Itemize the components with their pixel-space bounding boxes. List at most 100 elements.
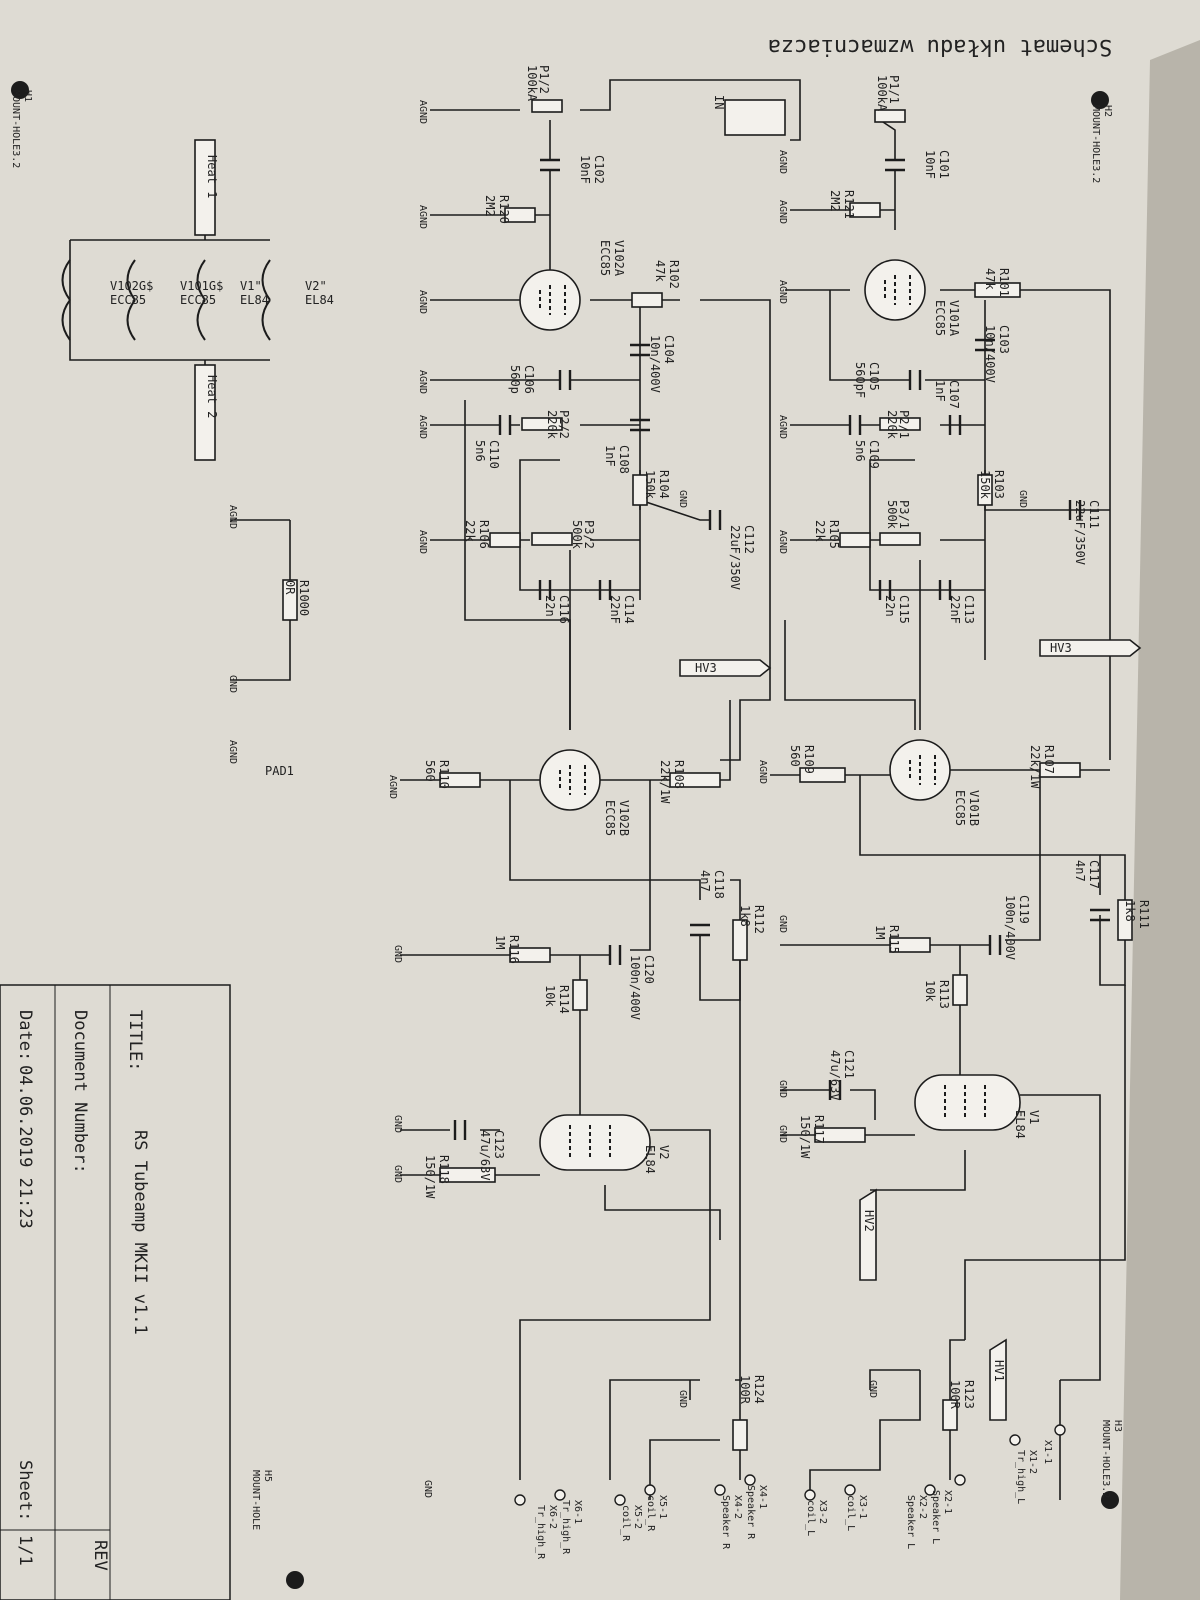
value-r1000: 0R [283,580,297,595]
tube-v1 [914,1074,1021,1131]
value-c121: 47u/63V [828,1050,842,1101]
label-r101: R101 [997,268,1011,297]
label-p2-1: P2/1 [897,410,911,439]
label-c108: C108 [617,445,631,474]
pad1-label: PAD1 [265,764,294,778]
out-net-x2-1: Speaker L [930,1490,941,1544]
title-block: TITLE: RS Tubeamp MKII v1.1 Document Num… [0,984,231,1600]
heater-type-3: EL84 [305,293,334,307]
heat-label-1: Heat 1 [205,155,219,198]
out-net-x4-2: Speaker R [720,1495,731,1550]
value-r106: 22k [463,520,477,542]
label-c110: C110 [487,440,501,469]
mount-hole-icons [11,81,1119,1589]
agnd-label-2: AGND [417,290,428,314]
label-v1: V1 [1027,1110,1041,1124]
sheet-title: Schemat układu wzmacniacza [768,34,1112,59]
capacitor-symbols [453,158,1110,1140]
doc-number-label: Document Number: [70,1010,90,1174]
label-r105: R105 [827,520,841,549]
label-p3-1: P3/1 [897,500,911,529]
gnd-label-10: GND [227,675,238,693]
value-c104: 10n/400V [648,335,662,393]
label-c112: C112 [742,525,756,554]
value-c102: 10nF [578,155,592,184]
label-v101b: V101B [967,790,981,826]
title-value: RS Tubeamp MKII v1.1 [130,1130,150,1335]
out-net-x6-1: Tr_high_R [560,1500,571,1555]
label-c106: C106 [522,365,536,394]
component-labels: R10147kR10247kR103150kR104150kR10522kR10… [10,65,1151,1560]
agnd-label-11: AGND [757,760,768,784]
out-pin-x1-2: X1-2 [1027,1450,1038,1474]
type-v101b: ECC85 [953,790,967,826]
value-c116: 22n [543,595,557,617]
value-c106: 560p [508,365,522,394]
value-p1-2: 100kA [525,65,539,102]
value-c111: 22uF/350V [1073,500,1087,565]
label-r110: R110 [437,760,451,789]
label-c116: C116 [557,595,571,624]
label-p3-2: P3/2 [582,520,596,549]
sheet-value: 1/1 [15,1535,35,1566]
out-net-x5-1: coil_R [645,1495,656,1532]
date-value: 04.06.2019 21:23 [15,1065,35,1229]
label-c102: C102 [592,155,606,184]
agnd-label-14: AGND [227,740,238,764]
value-r121: 2M2 [828,190,842,212]
value-r110: 560 [423,760,437,782]
mount-hole-value-1: MOUNT-HOLE3.2 [1090,105,1101,183]
label-c101: C101 [937,150,951,179]
value-c105: 560pF [853,362,867,398]
heater-label-2: V1" [240,279,262,293]
port-hv3-3: HV3 [695,661,717,675]
label-c114: C114 [622,595,636,624]
agnd-label-1: AGND [417,205,428,229]
value-r103: 150k [978,470,992,500]
value-c114: 22nF [608,595,622,624]
value-c120: 100n/400V [628,955,642,1020]
value-c103: 10n/400V [983,325,997,383]
value-r116: 1M [493,935,507,949]
label-r109: R109 [802,745,816,774]
out-pin-x6-2: X6-2 [547,1505,558,1529]
label-r117: R117 [812,1115,826,1144]
label-c119: C119 [1017,895,1031,924]
label-r108: R108 [672,760,686,789]
type-v2: EL84 [643,1145,657,1174]
agnd-label-4: AGND [417,415,428,439]
label-c105: C105 [867,362,881,391]
label-p1-1: P1/1 [887,75,901,104]
value-r115: 1M [873,925,887,939]
value-p2-2: 220k [545,410,559,440]
agnd-label-5: AGND [417,530,428,554]
type-v101a: ECC85 [933,300,947,336]
gnd-label-1: GND [1017,490,1028,508]
label-c121: C121 [842,1050,856,1079]
value-c115: 22n [883,595,897,617]
out-pin-x2-2: X2-2 [917,1495,928,1519]
value-r107: 22k/1W [1028,745,1042,789]
agnd-label-12: AGND [387,775,398,799]
out-pin-x4-2: X4-2 [732,1495,743,1519]
agnd-label-8: AGND [777,280,788,304]
heater-label-0: V102G$ [110,279,153,293]
label-v101a: V101A [947,300,961,337]
mount-hole-value-0: MOUNT-HOLE3.2 [10,90,21,168]
label-r107: R107 [1042,745,1056,774]
out-net-x6-2: Tr_high_R [535,1505,546,1560]
tube-v2 [539,1114,651,1171]
label-c107: C107 [947,380,961,409]
heat-label-2: Heat 2 [205,375,219,418]
label-p2-2: P2/2 [557,410,571,439]
label-r1000: R1000 [297,580,311,616]
out-net-x3-1: coil_L [845,1495,856,1531]
label-r104: R104 [657,470,671,499]
label-c103: C103 [997,325,1011,354]
out-net-x3-2: coil_L [805,1500,816,1536]
output-pins [514,1424,1066,1506]
port-hv2-1: HV2 [862,1210,876,1232]
heater-symbols [61,259,271,341]
